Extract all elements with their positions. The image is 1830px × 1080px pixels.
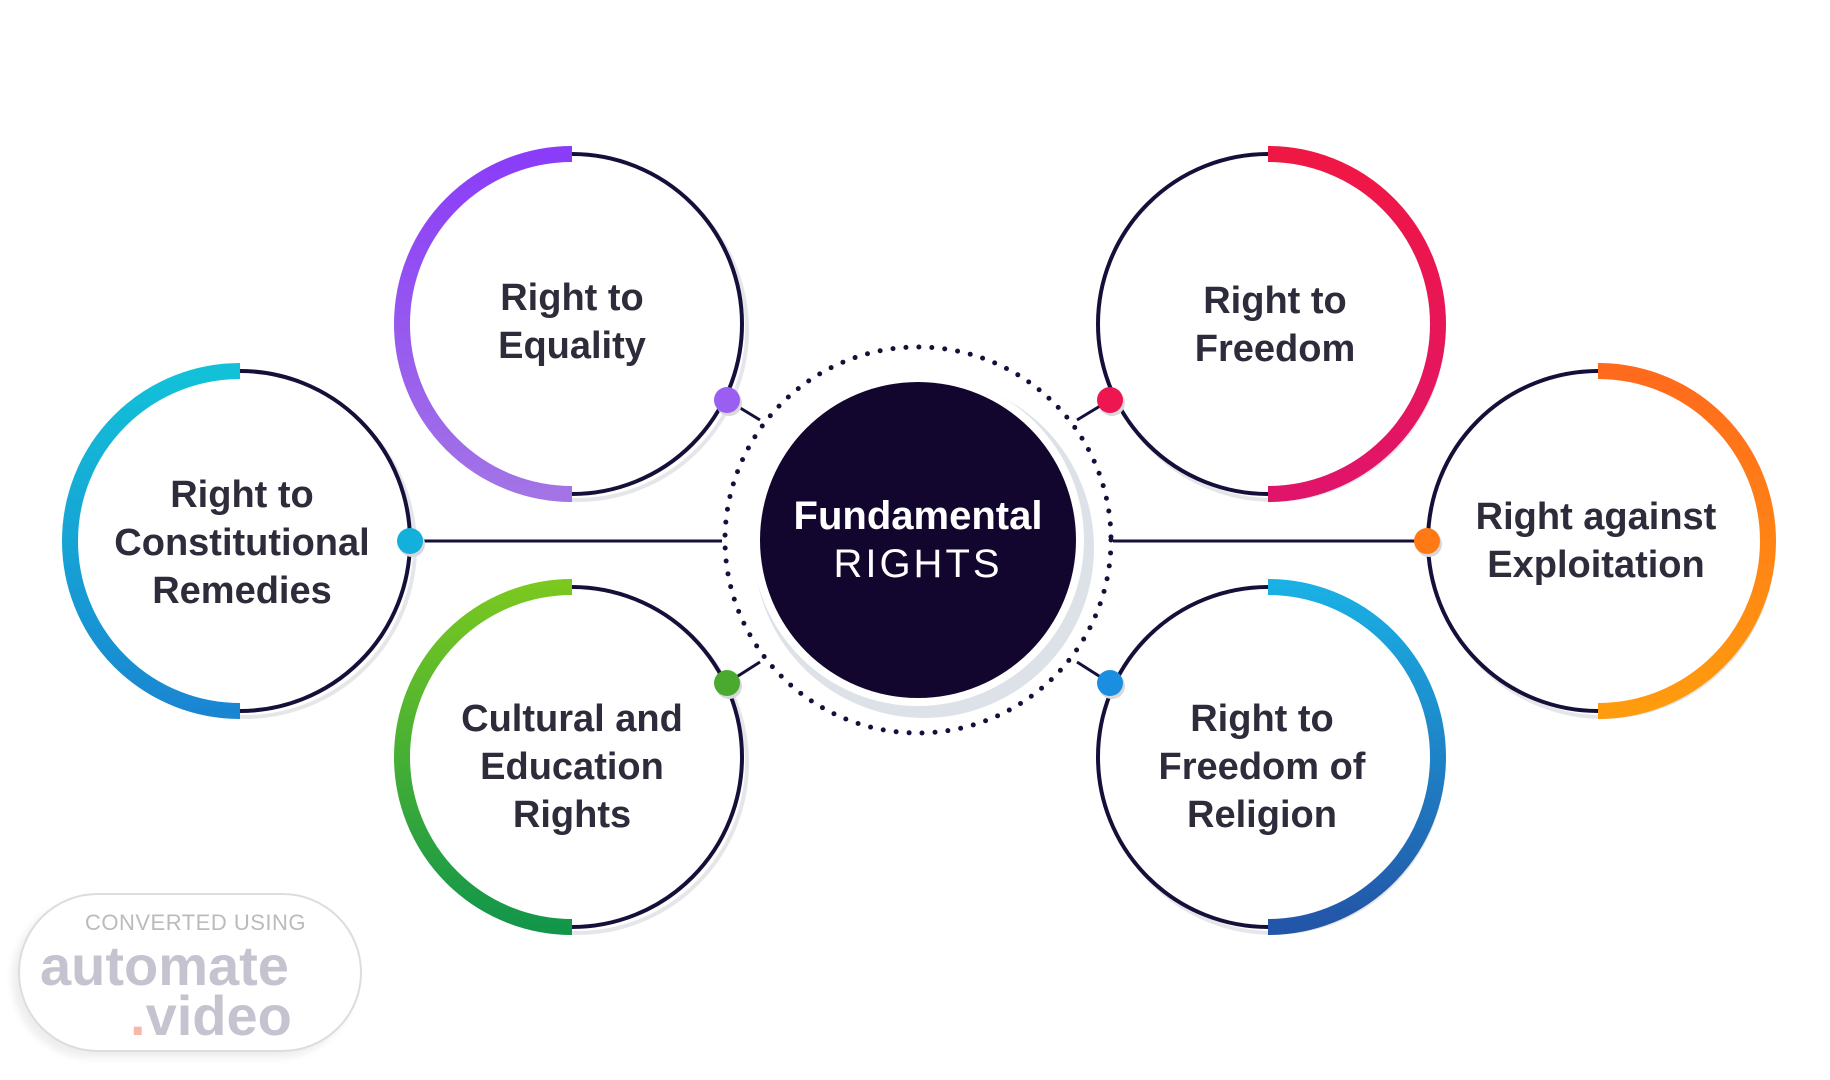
watermark-brand: automate [40, 934, 289, 997]
watermark-caption: CONVERTED USING [85, 910, 307, 935]
watermark: CONVERTED USING automate .video [18, 893, 362, 1052]
node-dot-cultural-education [714, 670, 740, 696]
center-label: Fundamental RIGHTS [794, 492, 1043, 588]
dotted-ring [722, 344, 1114, 736]
center-subtitle: RIGHTS [833, 542, 1003, 586]
node-arc-freedom [1267, 146, 1446, 502]
node-dot-freedom-of-religion [1097, 670, 1123, 696]
node-arc-freedom-of-religion [1267, 579, 1446, 935]
center-circle [760, 382, 1076, 698]
node-arc-cultural-education [394, 579, 573, 935]
node-arc-exploitation [1597, 363, 1776, 719]
center-title: Fundamental [793, 494, 1043, 538]
watermark-brand-suffix: .video [130, 984, 292, 1047]
node-arc-constitutional-remedies [62, 363, 241, 719]
node-dot-constitutional-remedies [397, 528, 423, 554]
node-dot-equality [714, 387, 740, 413]
node-arc-equality [394, 146, 573, 502]
node-dot-exploitation [1414, 528, 1440, 554]
node-dot-freedom [1097, 387, 1123, 413]
